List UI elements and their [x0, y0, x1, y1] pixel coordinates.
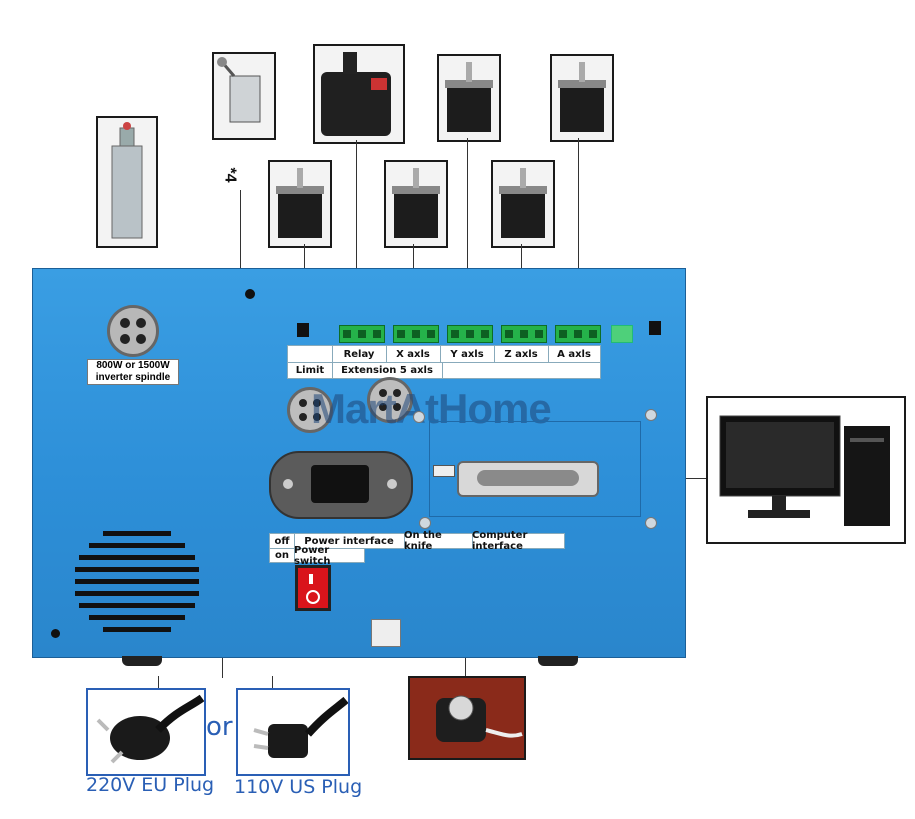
wire-eu — [158, 676, 159, 690]
spindle-label: 800W or 1500W inverter spindle — [87, 359, 179, 385]
screw — [413, 411, 425, 423]
tool-setter-photo — [408, 676, 526, 760]
spindle-icon — [111, 122, 143, 239]
small-terminal-left — [297, 323, 309, 337]
stepper-motor-c-photo — [268, 160, 332, 248]
limit-label-strip: Limit Extension 5 axls — [287, 362, 601, 379]
computer-db25-port[interactable] — [457, 461, 599, 497]
y-axis-label: Y axls — [440, 346, 495, 362]
computer-photo — [706, 396, 906, 544]
spindle-connector[interactable] — [107, 305, 159, 357]
wire-y — [467, 138, 468, 320]
tool-setter-icon — [436, 695, 523, 742]
limit-connector[interactable] — [287, 387, 333, 433]
wire-a — [578, 138, 579, 320]
power-interface-label: Power interface — [294, 534, 405, 548]
axis-label-strip: Relay X axls Y axls Z axls A axls — [287, 345, 601, 363]
screw — [645, 409, 657, 421]
z-axis-terminal[interactable] — [501, 325, 547, 343]
z-axis-label: Z axls — [494, 346, 549, 362]
screw — [645, 517, 657, 529]
foot-left — [122, 656, 162, 666]
relay-label: Relay — [332, 346, 387, 362]
computer-icon — [719, 415, 890, 526]
status-led — [611, 325, 633, 343]
extension-connector[interactable] — [367, 377, 413, 423]
us-plug-label: 110V US Plug — [234, 776, 363, 798]
small-terminal-right — [649, 321, 661, 335]
stepper-motor-icon — [445, 62, 493, 132]
panel-hole-bottom — [51, 629, 60, 638]
x-axis-terminal[interactable] — [393, 325, 439, 343]
extension-label: Extension 5 axls — [332, 363, 443, 378]
wire-us — [272, 676, 273, 690]
relay-terminal[interactable] — [339, 325, 385, 343]
a-axis-label: A axls — [557, 348, 591, 360]
stepper-motor-icon — [558, 62, 606, 132]
off-label: off — [270, 534, 295, 548]
stepper-motor-b-photo — [550, 54, 614, 142]
stepper-motor-icon — [276, 168, 324, 238]
spindle-motor-photo — [96, 116, 158, 248]
power-socket[interactable] — [269, 451, 413, 519]
on-label: on — [270, 549, 295, 562]
limit-switch-icon — [217, 57, 261, 123]
watermark: MartAtHome — [311, 385, 552, 432]
power-switch-label: Power switch — [294, 544, 331, 567]
fan-grille — [75, 531, 199, 632]
stepper-motor-icon — [499, 168, 547, 238]
power-switch[interactable] — [295, 565, 331, 611]
us-plug-icon — [253, 696, 348, 758]
foot-right — [538, 656, 578, 666]
screw — [419, 517, 431, 529]
computer-interface-label: Computer interface — [472, 530, 528, 552]
interface-label-strip: off Power interface On the knife Compute… — [269, 530, 565, 552]
panel-hole — [245, 289, 255, 299]
stepper-motor-d-photo — [384, 160, 448, 248]
pump-icon — [321, 52, 391, 136]
or-label: or — [206, 712, 233, 742]
limit-switch-photo — [212, 52, 276, 140]
stepper-motor-e-photo — [491, 160, 555, 248]
limit-label: Limit — [288, 363, 333, 378]
a-axis-terminal[interactable] — [555, 325, 601, 343]
x-axis-label: X axls — [386, 346, 441, 362]
knife-connector[interactable] — [433, 465, 455, 477]
limit-multiplier-label: *4 — [221, 167, 239, 183]
bottom-connector — [371, 619, 401, 647]
stepper-motor-a-photo — [437, 54, 501, 142]
wire-relay — [356, 140, 357, 320]
controller-back-panel: 800W or 1500W inverter spindle Relay X a… — [32, 268, 686, 658]
eu-plug-label: 220V EU Plug — [86, 774, 215, 796]
eu-plug-icon — [96, 694, 204, 764]
interface-frame — [429, 421, 641, 517]
us-plug-photo — [236, 688, 350, 776]
switch-label-strip: on Power switch — [269, 544, 365, 567]
on-the-knife-label: On the knife — [404, 530, 473, 552]
stepper-motor-icon — [392, 168, 440, 238]
eu-plug-photo — [86, 688, 206, 776]
water-pump-photo — [313, 44, 405, 144]
y-axis-terminal[interactable] — [447, 325, 493, 343]
